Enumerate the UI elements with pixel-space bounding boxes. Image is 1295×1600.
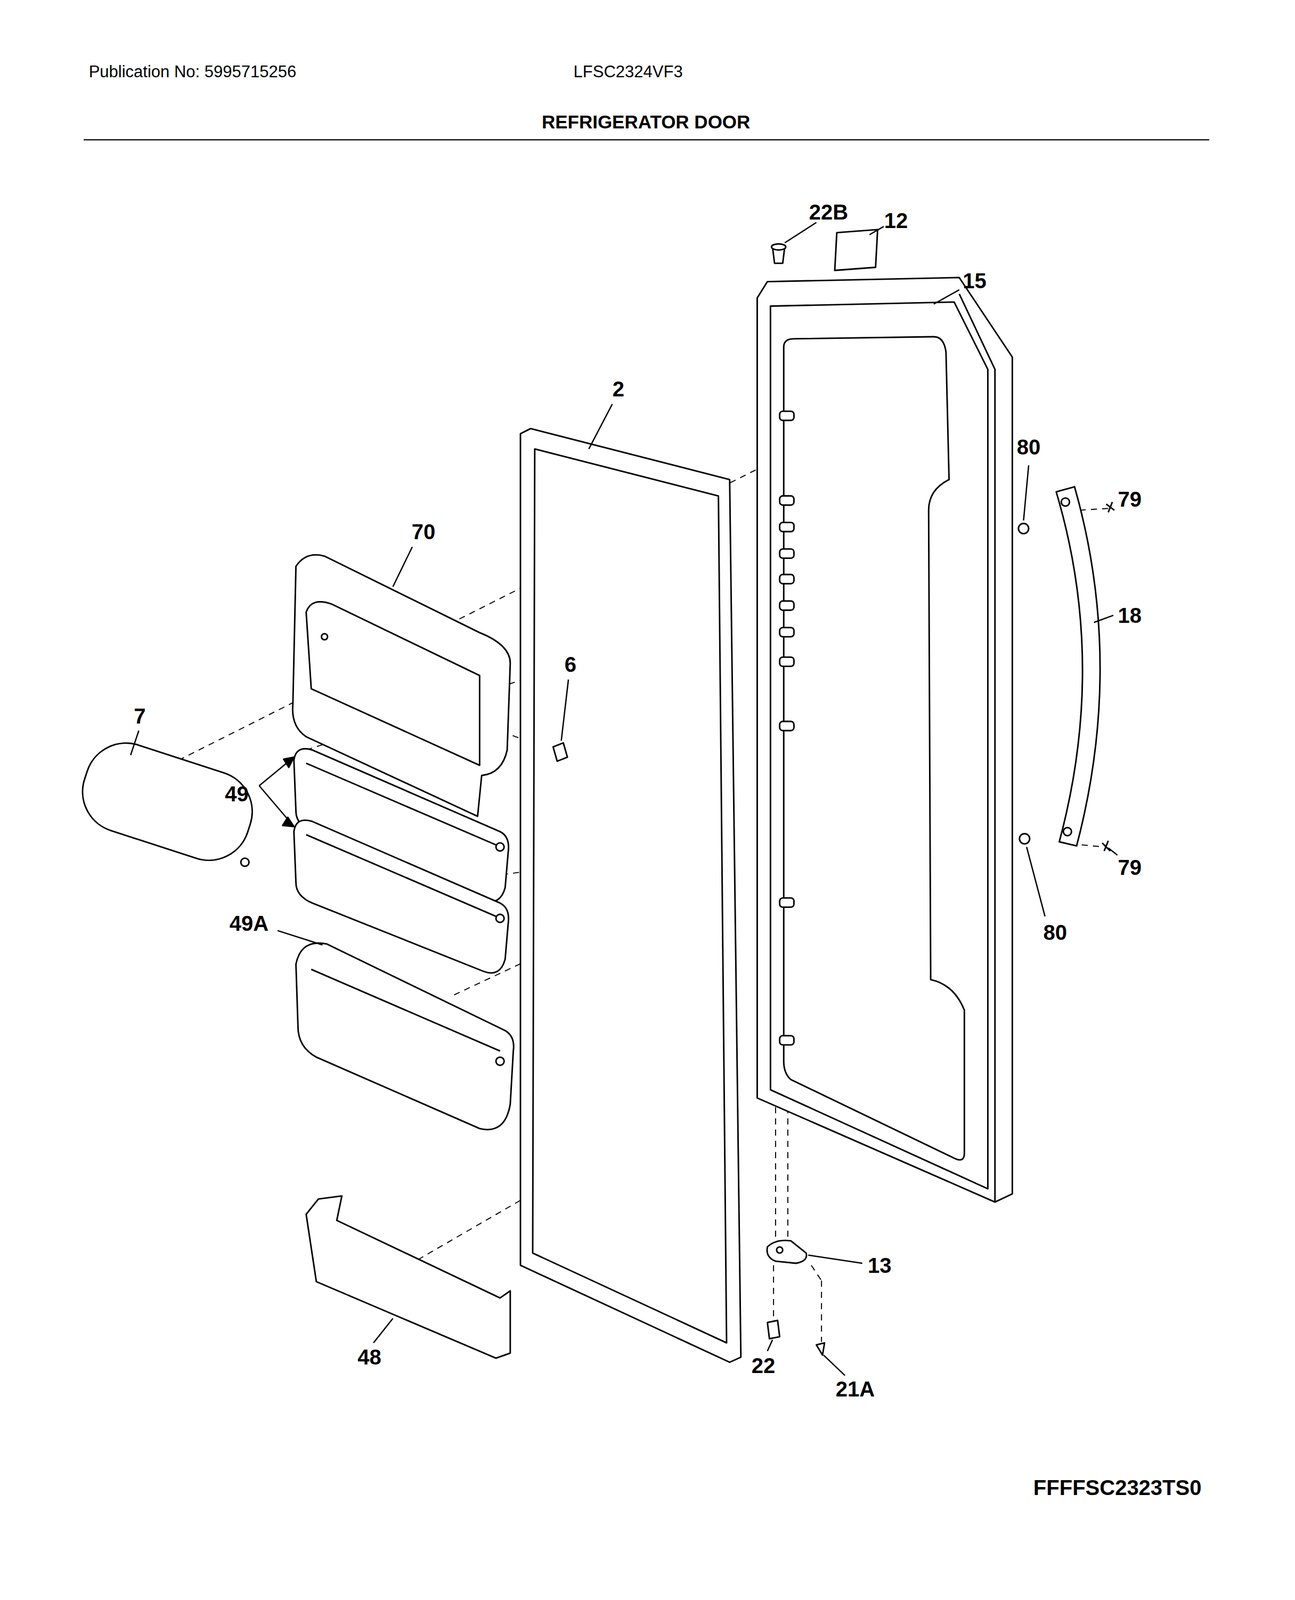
- leader-line: [784, 222, 817, 243]
- bin-knob: [495, 914, 504, 923]
- door-panel: [783, 336, 965, 1160]
- parts-drawing: [71, 139, 1210, 1375]
- publication-number: Publication No: 5995715256: [88, 63, 297, 80]
- leader-arrowheads: [282, 756, 295, 827]
- assembly-line: [1081, 844, 1105, 847]
- shelf-stud: [779, 897, 795, 907]
- shelf-stud: [779, 548, 795, 558]
- callout-number: 7: [133, 705, 146, 727]
- hinge-hole: [776, 1246, 783, 1253]
- door-label: [834, 229, 878, 271]
- leader-line: [1023, 465, 1029, 520]
- callout-number: 6: [564, 653, 577, 675]
- leader-line: [130, 730, 139, 755]
- leader-line: [373, 1317, 393, 1343]
- assembly-line: [811, 1265, 822, 1281]
- leader-line: [1108, 848, 1118, 855]
- shelf-stud: [779, 495, 795, 506]
- assembly-line: [820, 1280, 822, 1342]
- hinge-bushing: [767, 1320, 780, 1339]
- cover-pivot: [240, 858, 249, 867]
- hinge-plate: [767, 1240, 807, 1264]
- handle-hole: [1063, 827, 1072, 836]
- callout-number: 48: [357, 1346, 382, 1368]
- header-rule: [83, 139, 1210, 141]
- handle-hole: [1061, 498, 1070, 507]
- callout-number: 22B: [809, 201, 849, 223]
- bin-knob: [495, 1056, 504, 1065]
- door-bin-large: [296, 942, 515, 1130]
- gasket-inner: [532, 449, 727, 1343]
- leader-line: [588, 403, 613, 449]
- bin-rim: [311, 968, 500, 1051]
- callout-number: 21A: [835, 1378, 875, 1400]
- assembly-line: [775, 1106, 777, 1240]
- shelf-stud: [779, 600, 795, 610]
- page-title: REFRIGERATOR DOOR: [541, 111, 751, 131]
- callout-number: 12: [884, 209, 909, 232]
- callout-number: 79: [1117, 488, 1142, 510]
- leader-line: [561, 679, 569, 741]
- leader-line: [808, 1255, 863, 1264]
- dairy-bin-inner: [306, 601, 480, 766]
- callout-number: 22: [751, 1354, 776, 1376]
- bottle-rail: [306, 1195, 511, 1359]
- bin-hole: [321, 633, 328, 640]
- gasket: [520, 428, 741, 1362]
- clip: [552, 742, 568, 761]
- shelf-stud: [779, 627, 795, 637]
- callout-number: 13: [867, 1254, 892, 1276]
- screw: [816, 1342, 825, 1355]
- leader-line: [933, 289, 960, 305]
- door-liner: [770, 302, 988, 1189]
- callout-number: 49A: [229, 912, 269, 934]
- shelf-stud: [779, 721, 795, 731]
- shelf-stud: [779, 411, 795, 421]
- leader-line: [277, 930, 323, 946]
- callout-number: 80: [1016, 436, 1041, 458]
- shelf-stud: [779, 1035, 795, 1045]
- door-body: [756, 277, 1013, 1202]
- assembly-line: [787, 1106, 789, 1240]
- callout-number: 18: [1117, 604, 1142, 626]
- leader-lines: [130, 222, 1118, 1376]
- callout-number: 70: [411, 520, 436, 543]
- callout-number: 49: [224, 783, 249, 805]
- door-handle: [1056, 486, 1101, 846]
- shelf-stud: [779, 522, 795, 532]
- handle-stud: [1018, 523, 1029, 534]
- leader-line: [1094, 615, 1114, 623]
- shelf-stud: [779, 574, 795, 584]
- bin-knob: [495, 842, 504, 851]
- assembly-line: [1079, 508, 1113, 511]
- drawing-code: FFFFSC2323TS0: [1033, 1476, 1202, 1498]
- shelf-stud: [779, 656, 795, 666]
- leader-line: [1026, 846, 1045, 917]
- leader-line: [869, 226, 884, 235]
- shelf-studs: [779, 411, 795, 1045]
- model-number: LFSC2324VF3: [573, 63, 683, 80]
- leader-line: [823, 1354, 845, 1375]
- callout-number: 80: [1043, 921, 1068, 943]
- hinge-pin-cap: [771, 243, 786, 250]
- screw: [1106, 501, 1115, 512]
- callout-number: 79: [1117, 856, 1142, 878]
- callout-number: 15: [962, 270, 987, 292]
- assembly-line: [772, 1265, 775, 1317]
- bin-rim: [306, 834, 496, 917]
- handle-stud: [1019, 833, 1030, 844]
- leader-line: [393, 547, 413, 588]
- screw: [1102, 840, 1111, 851]
- callout-number: 2: [612, 378, 625, 400]
- dairy-door-cover: [71, 732, 263, 871]
- leader-line: [767, 1339, 773, 1351]
